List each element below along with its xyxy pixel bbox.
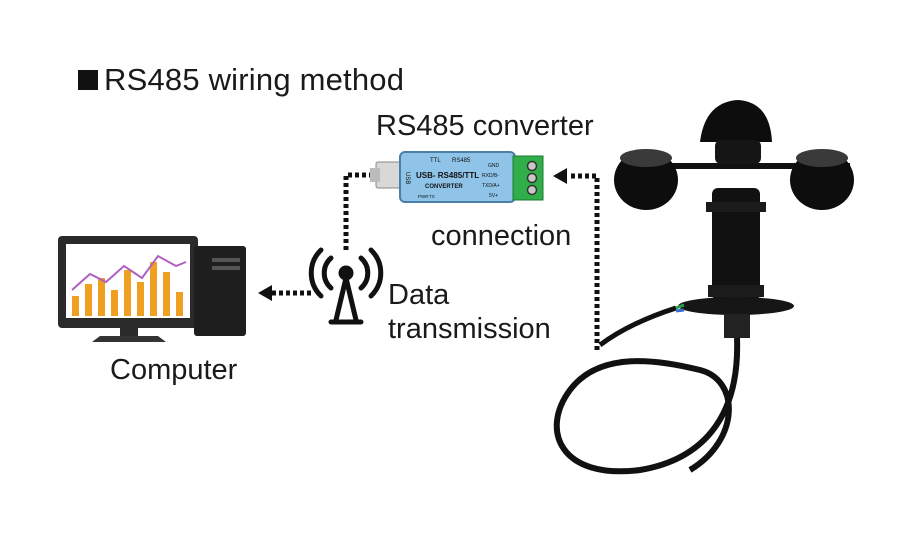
converter-subtitle: CONVERTER <box>425 184 463 190</box>
arrow-to-converter-icon <box>553 168 567 184</box>
screen-chart-bars <box>72 262 183 316</box>
connection-label: connection <box>431 220 572 252</box>
mounting-flange <box>678 297 794 315</box>
pin-gnd: GND <box>488 163 500 169</box>
converter-ttl-label: TTL <box>430 158 441 164</box>
converter-usb-label: USB <box>404 172 410 184</box>
led-tx-label: TX <box>429 194 435 199</box>
pin-5v: 5V+ <box>489 193 498 199</box>
link-sensor-to-converter <box>568 173 600 350</box>
led-pwr-label: PWR <box>418 194 429 199</box>
monitor-stand <box>92 336 166 342</box>
converter-title: USB- RS485/TTL <box>416 171 479 180</box>
data-transmission-line2: transmission <box>388 313 551 345</box>
pin-rxd: RXD/B- <box>482 173 499 179</box>
link-converter-to-antenna <box>343 172 378 250</box>
anemometer-icon <box>553 100 854 475</box>
heading-square-marker <box>78 70 98 90</box>
antenna-tower-icon <box>308 247 384 325</box>
usb-rs485-converter: TTL RS485 USB- RS485/TTL CONVERTER USB G… <box>370 151 544 203</box>
heading-text: RS485 wiring method <box>104 62 405 97</box>
cable-gland <box>724 314 750 338</box>
data-transmission-label: Data transmission <box>388 278 551 346</box>
computer-icon <box>58 236 246 342</box>
converter-rs485-label: RS485 <box>452 158 471 164</box>
rotor-hub <box>715 140 761 164</box>
page-heading: RS485 wiring method <box>78 62 404 98</box>
sensor-cable <box>553 337 741 475</box>
sensor-body <box>712 188 760 300</box>
pin-txd: TXD/A+ <box>482 183 500 189</box>
arrow-to-computer-icon <box>258 285 272 301</box>
data-transmission-line1: Data <box>388 279 450 311</box>
computer-label: Computer <box>110 354 238 386</box>
converter-label: RS485 converter <box>376 110 594 142</box>
cup-back <box>700 100 772 142</box>
dotted-links <box>264 172 600 350</box>
screen-chart-line <box>71 254 187 291</box>
